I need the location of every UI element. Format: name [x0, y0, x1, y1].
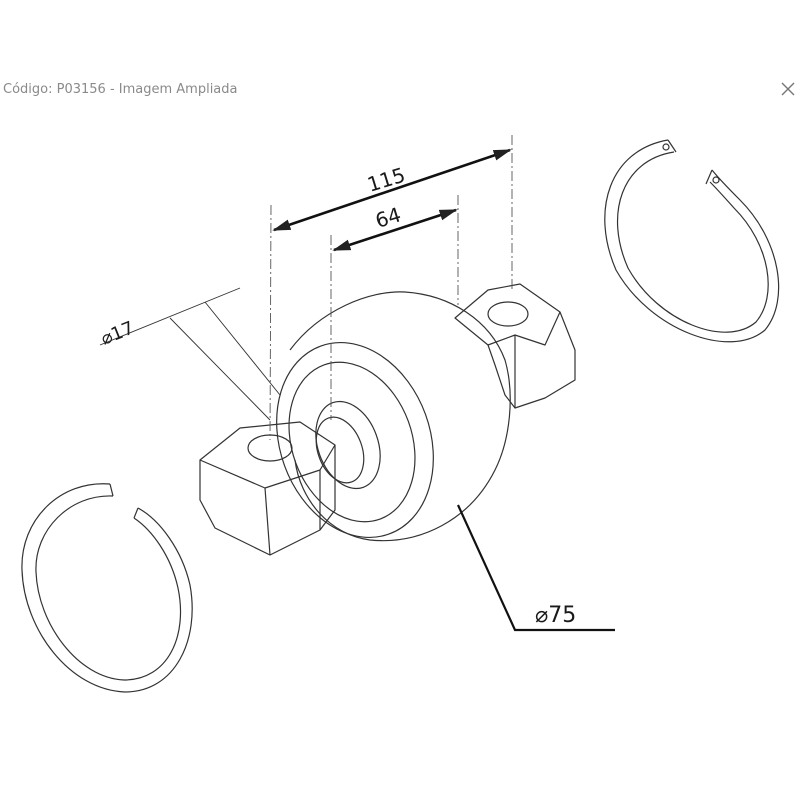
leader-line-75: [456, 504, 615, 632]
dim-text-75: ⌀75: [535, 603, 576, 628]
dim-text-115: 115: [364, 163, 408, 197]
dim-line-115: [272, 148, 512, 232]
left-hex-end: [199, 421, 336, 556]
right-hex-end: [454, 283, 576, 409]
left-snap-ring: [21, 483, 193, 693]
dim-text-17: ⌀17: [98, 318, 137, 350]
close-icon[interactable]: [778, 79, 798, 99]
dim-line-64: [332, 208, 458, 252]
window-title: Código: P03156 - Imagem Ampliada: [3, 82, 238, 97]
window-header: Código: P03156 - Imagem Ampliada: [0, 78, 800, 104]
bushing-body: [276, 291, 511, 542]
right-snap-ring: [604, 139, 780, 343]
